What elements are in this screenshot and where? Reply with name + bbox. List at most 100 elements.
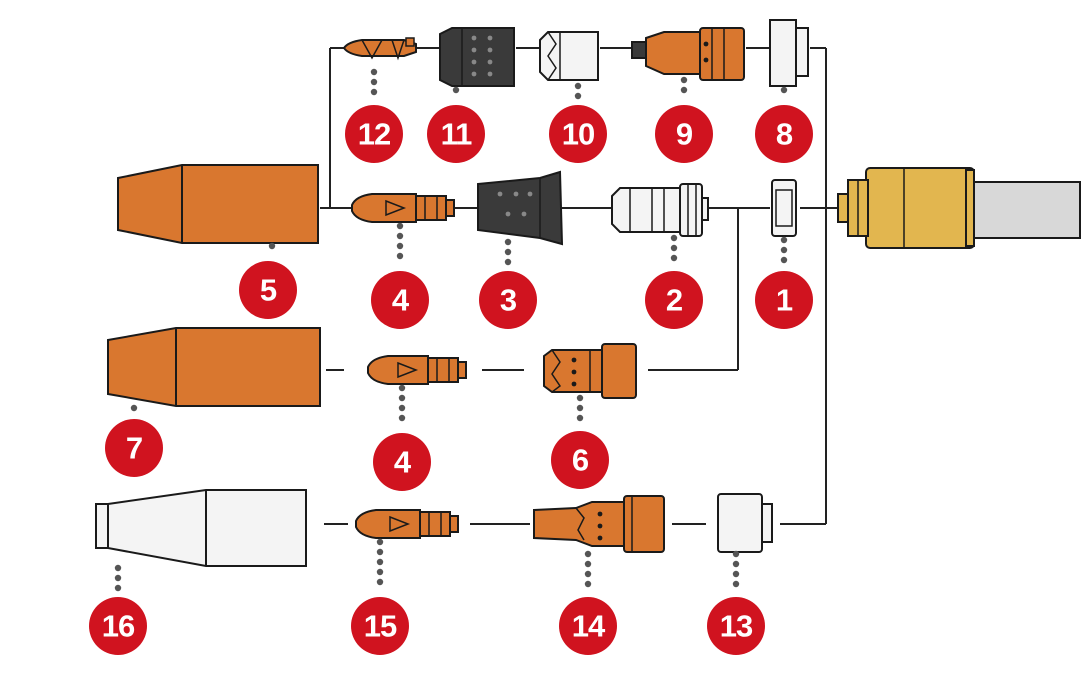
- leader-dot: [670, 244, 678, 252]
- leader-dot: [370, 68, 378, 76]
- leader-dot: [584, 560, 592, 568]
- badge-8: 8: [755, 105, 813, 163]
- leader-dot: [452, 86, 460, 94]
- svg-text:10: 10: [562, 117, 594, 152]
- leader-dot: [680, 76, 688, 84]
- svg-text:15: 15: [364, 609, 397, 644]
- svg-text:4: 4: [394, 445, 412, 480]
- badge-13: 13: [707, 597, 765, 655]
- svg-text:8: 8: [776, 117, 793, 152]
- leader-dot: [670, 254, 678, 262]
- badge-12: 12: [345, 105, 403, 163]
- svg-text:3: 3: [500, 283, 517, 318]
- part-6-diffuser: [543, 343, 637, 399]
- leader-dot: [396, 242, 404, 250]
- part-8-insulator: [769, 19, 809, 87]
- badge-15: 15: [351, 597, 409, 655]
- badge-4: 4: [371, 271, 429, 329]
- leader-dot: [732, 560, 740, 568]
- badge-5: 5: [239, 261, 297, 319]
- part-2-diffuser: [611, 183, 709, 237]
- leader-dot: [574, 82, 582, 90]
- leader-dot: [114, 574, 122, 582]
- torch-neck: [837, 167, 1081, 249]
- leader-dot: [576, 394, 584, 402]
- leader-dot: [398, 404, 406, 412]
- leader-dot: [584, 570, 592, 578]
- part-16-nozzle: [95, 489, 307, 567]
- leader-dot: [396, 222, 404, 230]
- leader-dot: [780, 236, 788, 244]
- svg-text:13: 13: [720, 609, 753, 644]
- svg-text:9: 9: [676, 117, 693, 152]
- leader-dot: [376, 558, 384, 566]
- leader-dot: [780, 256, 788, 264]
- badge-10: 10: [549, 105, 607, 163]
- leader-dot: [504, 258, 512, 266]
- part-1-insulator: [771, 179, 797, 237]
- svg-text:5: 5: [260, 273, 277, 308]
- badge-7: 7: [105, 419, 163, 477]
- part-4-contact-tip-row3: [367, 355, 467, 385]
- part-11-nozzle: [439, 27, 515, 87]
- part-9-diffuser: [631, 27, 745, 81]
- connector-lines: [320, 47, 840, 525]
- svg-text:12: 12: [358, 117, 390, 152]
- svg-text:11: 11: [441, 117, 473, 152]
- leader-dot: [376, 568, 384, 576]
- part-10-ceramic-insert: [539, 31, 599, 81]
- svg-text:6: 6: [572, 443, 589, 478]
- badge-14: 14: [559, 597, 617, 655]
- badge-9: 9: [655, 105, 713, 163]
- leader-dot: [396, 252, 404, 260]
- leader-dot: [732, 550, 740, 558]
- svg-text:2: 2: [666, 283, 682, 318]
- part-13-insulator: [717, 493, 773, 553]
- leader-dot: [780, 246, 788, 254]
- leader-dot: [396, 232, 404, 240]
- svg-text:16: 16: [102, 609, 135, 644]
- leader-dot: [576, 414, 584, 422]
- badge-6: 6: [551, 431, 609, 489]
- svg-text:1: 1: [776, 283, 793, 318]
- part-15-contact-tip: [355, 509, 459, 539]
- leader-dot: [376, 578, 384, 586]
- part-4-contact-tip: [351, 193, 455, 223]
- badge-11: 11: [427, 105, 485, 163]
- dotted-leaders: [114, 68, 788, 592]
- part-7-nozzle: [107, 327, 321, 407]
- leader-dot: [670, 234, 678, 242]
- part-14-diffuser: [533, 495, 665, 553]
- leader-dot: [732, 570, 740, 578]
- leader-dot: [780, 86, 788, 94]
- leader-dot: [398, 414, 406, 422]
- badge-2: 2: [645, 271, 703, 329]
- leader-dot: [376, 548, 384, 556]
- part-12-tip-adapter: [342, 37, 417, 61]
- leader-dot: [370, 78, 378, 86]
- leader-dot: [114, 564, 122, 572]
- part-3-nozzle-body: [477, 170, 564, 246]
- leader-dot: [732, 580, 740, 588]
- leader-dot: [584, 550, 592, 558]
- leader-dot: [370, 88, 378, 96]
- badge-1: 1: [755, 271, 813, 329]
- leader-dot: [398, 384, 406, 392]
- badge-16: 16: [89, 597, 147, 655]
- svg-text:4: 4: [392, 283, 410, 318]
- leader-dot: [574, 92, 582, 100]
- leader-dot: [504, 248, 512, 256]
- leader-dot: [130, 404, 138, 412]
- badge-4-row3: 4: [373, 433, 431, 491]
- svg-text:7: 7: [126, 431, 142, 466]
- leader-dot: [680, 86, 688, 94]
- leader-dot: [114, 584, 122, 592]
- part-5-nozzle: [117, 164, 319, 244]
- leader-dot: [376, 538, 384, 546]
- badge-3: 3: [479, 271, 537, 329]
- leader-dot: [268, 242, 276, 250]
- leader-dot: [576, 404, 584, 412]
- svg-text:14: 14: [572, 609, 606, 644]
- leader-dot: [398, 394, 406, 402]
